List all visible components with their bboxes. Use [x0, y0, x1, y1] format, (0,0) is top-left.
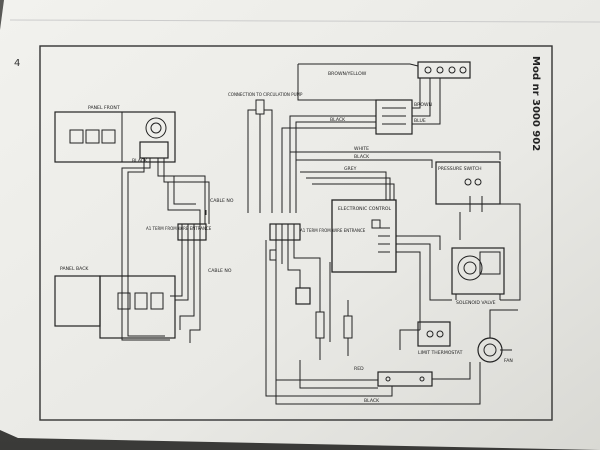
label-layer: PANEL FRONT PANEL BACK CONNECTION TO CIR… — [60, 71, 513, 404]
terminal-right-label: A1 TERM FROM WIRE ENTRANCE — [300, 228, 366, 233]
page-number: 4 — [14, 58, 20, 69]
wire-label-black-mid: BLACK — [354, 154, 370, 160]
panel-front-label: PANEL FRONT — [88, 105, 120, 111]
terminal-block-left — [177, 223, 207, 241]
panel-back-label: PANEL BACK — [60, 266, 89, 272]
wire-label-brown-yellow: BROWN/YELLOW — [328, 71, 367, 77]
fan-label: FAN — [504, 358, 513, 364]
wire-label-blue: BLUE — [414, 118, 426, 124]
limit-thermostat — [417, 321, 451, 347]
wire-label-black-top: BLACK — [330, 117, 346, 123]
terminal-block-right — [269, 223, 301, 241]
cable-top-label: CABLE NO — [210, 198, 234, 204]
fold-line — [9, 19, 600, 23]
panel-back — [54, 275, 176, 339]
wire-label-grey: GREY — [344, 166, 357, 172]
top-plug — [417, 61, 471, 79]
electronic-control-label: ELECTRONIC CONTROL — [338, 206, 392, 212]
diagram-border — [39, 45, 553, 421]
wire-label-black-left: BLACK — [132, 158, 148, 164]
panel-front — [54, 111, 176, 163]
wire-label-black-bottom: BLACK — [364, 398, 380, 404]
terminal-left-label: A1 TERM FROM WIRE ENTRANCE — [146, 226, 212, 231]
knob-icon — [145, 117, 167, 139]
pressure-switch — [435, 161, 501, 205]
wire-label-white: WHITE — [354, 146, 369, 152]
junction-box — [375, 99, 413, 135]
solenoid-valve — [451, 247, 505, 300]
cable-bottom-label: CABLE NO — [208, 268, 232, 274]
pressure-switch-label: PRESSURE SWITCH — [438, 166, 482, 172]
limit-thermostat-label: LIMIT THERMOSTAT — [418, 350, 463, 356]
solenoid-valve-label: SOLENOID VALVE — [456, 300, 496, 306]
model-heading: Mod nr 3000 902 — [530, 56, 541, 151]
wire-label-red: RED — [354, 366, 364, 372]
panel-front-connector — [139, 141, 169, 159]
circulation-pump-label: CONNECTION TO CIRCULATION PUMP — [228, 92, 303, 97]
wire-label-brown: BROWN — [414, 102, 432, 108]
schematic — [54, 61, 521, 405]
